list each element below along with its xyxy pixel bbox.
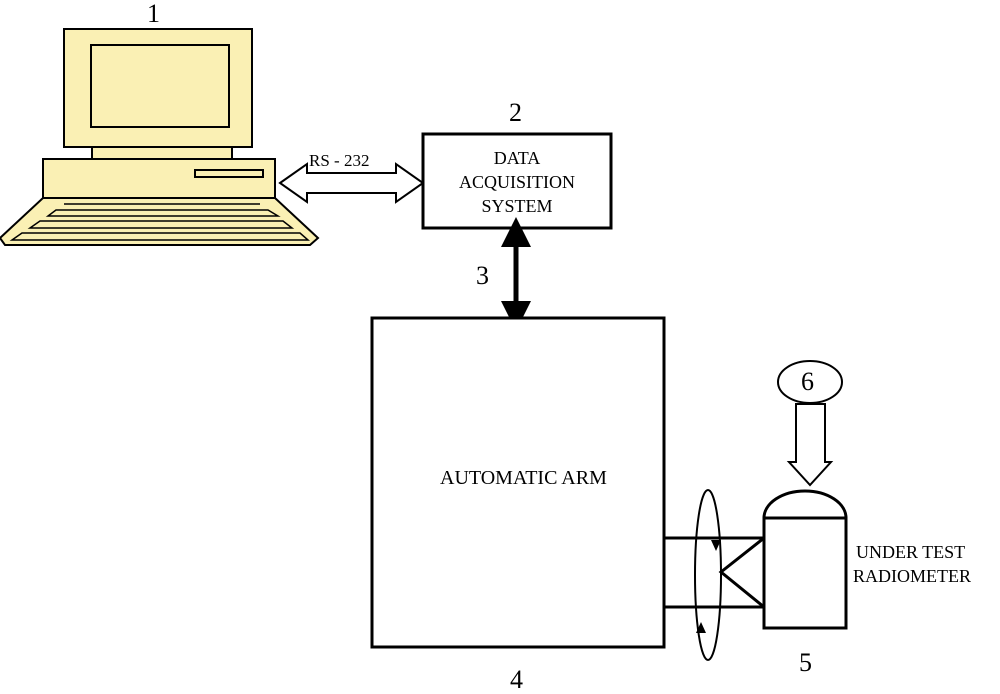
daq-title-line-3: SYSTEM [481,196,553,216]
radiometer-label: UNDER TEST RADIOMETER [853,540,998,588]
daq-title-line-2: ACQUISITION [459,172,575,192]
rotation-arrow-up [696,622,706,633]
automatic-arm-box [370,316,666,649]
arm-number-label: 4 [510,665,523,694]
computer-base [42,158,276,199]
rs232-label: RS - 232 [309,151,370,170]
rotation-indicator [694,489,722,661]
monitor-screen [90,44,230,128]
daq-title: DATA ACQUISITION SYSTEM [423,146,611,218]
radiometer-number-label: 5 [799,648,812,677]
radiometer-label-line-2: RADIOMETER [853,566,971,586]
link-number-label: 3 [476,261,489,290]
rotation-arrow-down [711,540,721,551]
radiometer-label-line-1: UNDER TEST [856,542,966,562]
source-number-label: 6 [801,367,814,396]
daq-title-line-1: DATA [493,148,541,168]
daq-number-label: 2 [509,98,522,127]
arm-gripper [718,536,765,609]
automatic-arm-label: AUTOMATIC ARM [440,467,607,489]
source-arrow [786,403,834,487]
computer-icon [0,28,320,246]
disk-drive-slot [194,169,264,178]
radiometer-icon [762,489,848,630]
computer-number-label: 1 [147,0,160,28]
monitor-stand [91,146,233,160]
